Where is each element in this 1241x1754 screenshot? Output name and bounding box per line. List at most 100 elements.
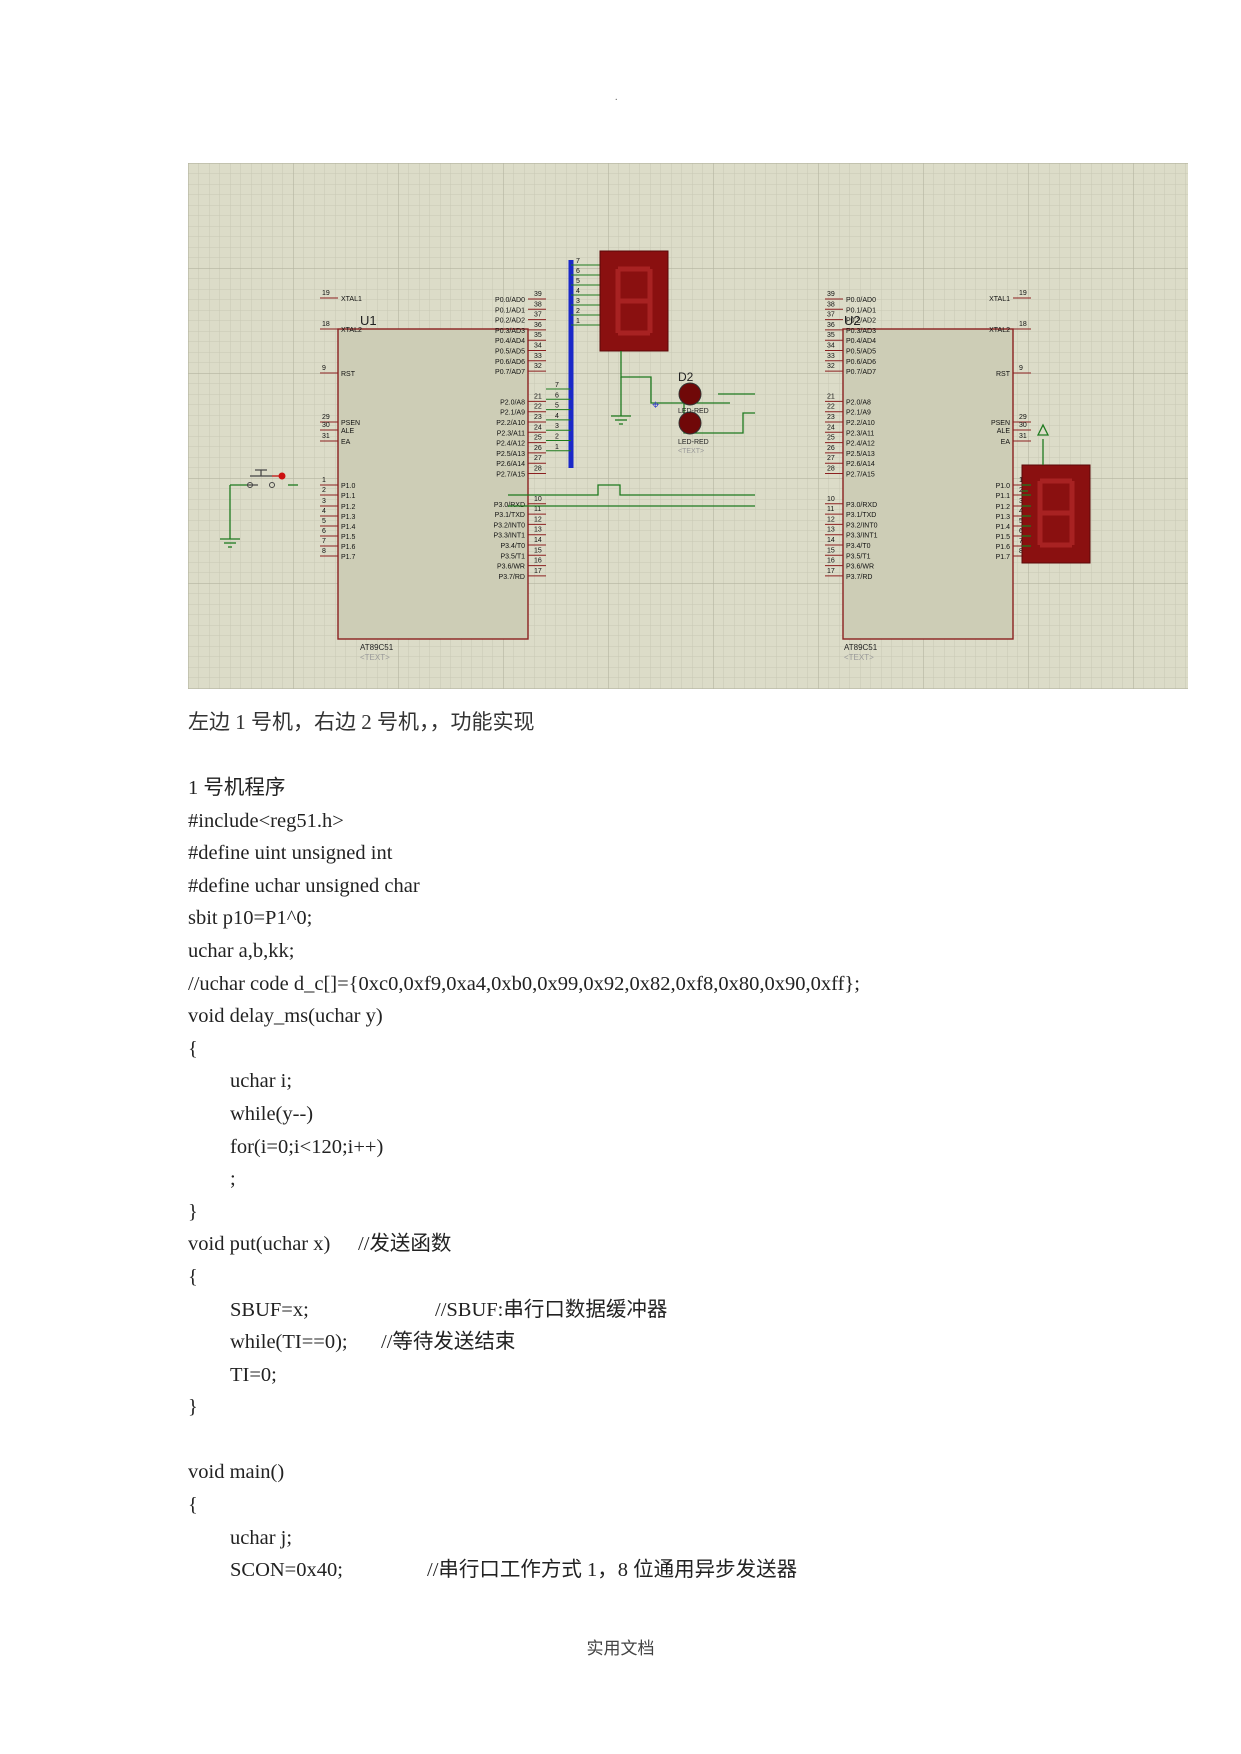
pin-name: P1.0 <box>341 483 356 490</box>
pin-number: 2 <box>1019 487 1023 494</box>
pin-number: 12 <box>534 516 542 523</box>
u2-chip[interactable]: U2 AT89C51 <TEXT> 39P0.0/AD038P0.1/AD137… <box>825 290 1031 662</box>
code-line: while(TI==0);//等待发送结束 <box>188 1326 1148 1359</box>
code-line: { <box>188 1033 1148 1066</box>
pin-number: 11 <box>827 506 834 513</box>
code-line: { <box>188 1489 1148 1522</box>
code-line: while(y--) <box>188 1098 1148 1131</box>
pin-number: 9 <box>322 365 326 372</box>
pin-name: P3.0/RXD <box>494 502 525 509</box>
code-text: ; <box>230 1168 236 1191</box>
code-line: #define uint unsigned int <box>188 837 1148 870</box>
pin-name: ALE <box>341 428 355 435</box>
pin-name: P1.7 <box>996 554 1011 561</box>
bus-number: 4 <box>576 288 580 295</box>
code-text: { <box>188 1037 198 1060</box>
pin-number: 1 <box>322 477 326 484</box>
code-comment: //发送函数 <box>358 1233 452 1256</box>
pin-name: EA <box>1001 439 1011 446</box>
pin-name: RST <box>341 371 356 378</box>
pin-number: 6 <box>322 528 326 535</box>
pin-name: P1.3 <box>341 514 356 521</box>
pin-name: P1.2 <box>996 504 1011 511</box>
code-line: uchar i; <box>188 1065 1148 1098</box>
pin-name: P1.1 <box>341 493 356 500</box>
pin-number: 37 <box>827 312 835 319</box>
pin-number: 4 <box>1019 508 1023 515</box>
pin-number: 30 <box>322 422 330 429</box>
pin-name: P0.5/AD5 <box>495 349 525 356</box>
code-line: { <box>188 1261 1148 1294</box>
code-text: void delay_ms(uchar y) <box>188 1005 383 1028</box>
pin-name: P3.7/RD <box>499 574 525 581</box>
ground-symbol-center <box>611 415 631 425</box>
pin-name: P0.1/AD1 <box>495 307 525 314</box>
pin-number: 14 <box>827 537 835 544</box>
bus-number: 7 <box>576 258 580 265</box>
pin-number: 13 <box>827 527 835 534</box>
pin-number: 19 <box>1019 290 1027 297</box>
code-comment: //SBUF:串行口数据缓冲器 <box>435 1298 668 1321</box>
code-line: 1 号机程序 <box>188 772 1148 805</box>
code-line: } <box>188 1391 1148 1424</box>
pin-number: 1 <box>1019 477 1023 484</box>
u2-text-tag: <TEXT> <box>844 653 874 662</box>
pin-number: 29 <box>1019 414 1027 421</box>
pin-name: P1.0 <box>996 483 1011 490</box>
code-text: uchar i; <box>230 1070 293 1093</box>
code-text: #include<reg51.h> <box>188 809 344 832</box>
seven-segment-display-top <box>599 250 669 352</box>
code-comment: //串行口工作方式 1，8 位通用异步发送器 <box>427 1559 798 1582</box>
push-button[interactable] <box>247 469 286 488</box>
pin-name: P1.5 <box>996 534 1011 541</box>
code-line: } <box>188 1196 1148 1229</box>
pin-name: P2.6/A14 <box>846 461 875 468</box>
pin-number: 10 <box>827 496 835 503</box>
pin-name: XTAL2 <box>989 327 1010 334</box>
pin-number: 33 <box>534 353 542 360</box>
pin-name: P3.6/WR <box>846 564 874 571</box>
pin-name: PSEN <box>341 420 360 427</box>
pin-number: 24 <box>827 424 835 431</box>
pin-name: P3.3/INT1 <box>846 533 878 540</box>
bus-number: 5 <box>555 403 559 410</box>
code-line: TI=0; <box>188 1359 1148 1392</box>
seven-segment-display-right <box>1021 464 1091 564</box>
code-text: #define uint unsigned int <box>188 842 393 865</box>
pin-name: P1.7 <box>341 554 356 561</box>
pin-name: P3.5/T1 <box>846 553 871 560</box>
u1-body <box>337 328 529 640</box>
pin-number: 7 <box>322 538 326 545</box>
pin-number: 29 <box>322 414 330 421</box>
wires <box>229 351 1044 539</box>
u1-chip[interactable]: U1 AT89C51 <TEXT> 19XTAL118XTAL29RST29PS… <box>320 290 546 662</box>
pin-number: 33 <box>827 353 835 360</box>
code-line <box>188 1424 1148 1457</box>
pin-name: P2.6/A14 <box>496 461 525 468</box>
pin-name: P0.6/AD6 <box>495 359 525 366</box>
pin-name: P1.1 <box>996 493 1011 500</box>
code-text: uchar a,b,kk; <box>188 939 295 962</box>
pin-number: 14 <box>534 537 542 544</box>
pin-number: 37 <box>534 312 542 319</box>
ground-symbol-left <box>220 538 240 548</box>
bus-number: 2 <box>576 308 580 315</box>
pin-number: 18 <box>322 321 330 328</box>
probe-icon: ⌖ <box>652 397 660 412</box>
u1-ref: U1 <box>360 313 377 328</box>
code-text: SCON=0x40; <box>230 1559 343 1582</box>
code-line: SCON=0x40; //串行口工作方式 1，8 位通用异步发送器 <box>188 1554 1148 1587</box>
bus-number: 5 <box>576 278 580 285</box>
pin-name: P2.5/A13 <box>846 451 875 458</box>
code-text: #define uchar unsigned char <box>188 874 420 897</box>
pin-name: P1.4 <box>341 524 356 531</box>
pin-number: 31 <box>1019 433 1027 440</box>
pin-name: P1.6 <box>341 544 356 551</box>
pin-number: 26 <box>827 445 835 452</box>
pin-number: 30 <box>1019 422 1027 429</box>
pin-number: 26 <box>534 445 542 452</box>
pin-number: 18 <box>1019 321 1027 328</box>
pin-number: 8 <box>1019 548 1023 555</box>
led-d2[interactable]: D2 LED-RED LED-RED <TEXT> ⌖ <box>652 370 709 455</box>
pin-number: 11 <box>534 506 541 513</box>
